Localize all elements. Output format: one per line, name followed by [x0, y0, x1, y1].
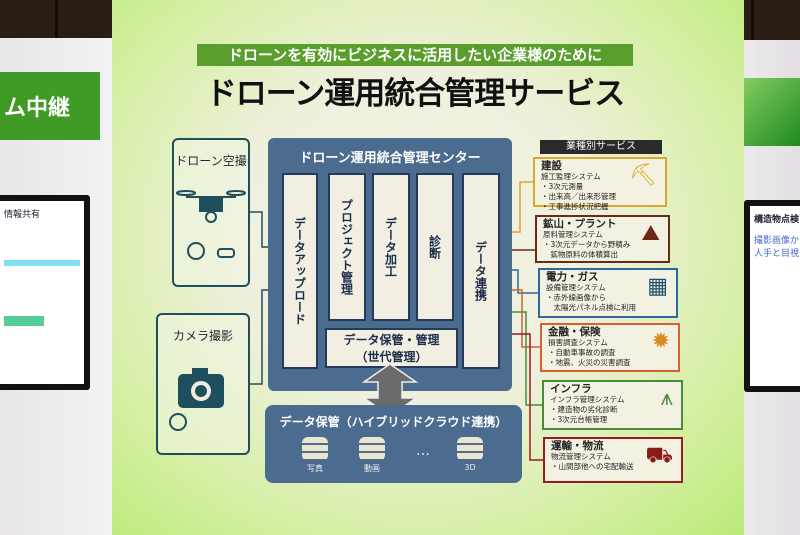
- service-infrastructure: インフラ インフラ管理システム・建造物の劣化診断・3次元台帳管理 ⩚: [542, 380, 683, 430]
- services-header: 業種別サービス: [540, 140, 662, 154]
- source-label: カメラ撮影: [172, 329, 233, 343]
- excavator-icon: ⛏: [629, 163, 657, 188]
- storage-title: データ保管（ハイブリッドクラウド連携）: [279, 415, 508, 429]
- service-line: 損害調査システム: [548, 338, 608, 347]
- right-monitor-line: 人手と目視: [754, 249, 800, 259]
- service-name: 電力・ガス: [546, 271, 599, 283]
- left-monitor-text: 情報共有: [4, 210, 41, 220]
- cube-icon: [457, 437, 483, 461]
- storage-item-3d: 3D: [445, 437, 495, 472]
- column-diagnosis: 診断: [416, 173, 454, 321]
- data-storage-management: データ保管・管理 （世代管理）: [325, 328, 458, 368]
- mine-cart-icon: ⛰: [641, 221, 660, 246]
- column-data-linkage: データ連携: [462, 173, 500, 369]
- bridge-icon: ⩚: [660, 386, 673, 411]
- right-monitor: 構造物点検撮影画像か人手と目視: [744, 200, 800, 392]
- service-line: ・3次元台帳管理: [550, 415, 608, 424]
- drone-icon: [176, 190, 246, 260]
- service-line: ・自動車事故の調査: [548, 348, 616, 357]
- solar-panel-icon: ▦: [647, 274, 668, 299]
- source-camera: カメラ撮影: [156, 313, 250, 455]
- service-name: 建設: [541, 160, 562, 172]
- truck-icon: ⛟: [645, 443, 673, 468]
- service-line: ・出来高／出来形管理: [541, 192, 616, 201]
- page-title: ドローン運用統合管理サービス: [205, 76, 625, 112]
- hybrid-cloud-storage: データ保管（ハイブリッドクラウド連携） 写真 動画 … 3D: [265, 405, 522, 483]
- service-line: インフラ管理システム: [550, 395, 625, 404]
- service-construction: 建設 施工監理システム・3次元測量・出来高／出来形管理・工事進捗状況把握 ⛏: [533, 157, 667, 211]
- column-data-upload: データアップロード: [282, 173, 318, 369]
- management-center: ドローン運用統合管理センター データアップロード プロジェクト管理 データ加工 …: [268, 138, 512, 391]
- column-project-management: プロジェクト管理: [328, 173, 366, 321]
- film-icon: [359, 437, 385, 461]
- service-name: 金融・保険: [548, 326, 601, 338]
- service-line: ・赤外線画像から: [546, 293, 606, 302]
- service-line: ・3次元データから野積み: [543, 240, 631, 249]
- service-finance-insurance: 金融・保険 損害調査システム・自動車事故の調査・地震、火災の災害調査 ✹: [540, 323, 680, 372]
- car-accident-icon: ✹: [651, 329, 670, 354]
- service-line: ・地震、火災の災害調査: [548, 358, 631, 367]
- service-line: 設備管理システム: [546, 283, 606, 292]
- source-drone-aerial: ドローン空撮: [172, 138, 250, 287]
- camera-icon: [169, 368, 224, 431]
- service-power-gas: 電力・ガス 設備管理システム・赤外線画像から 太陽光パネル点検に利用 ▦: [538, 268, 678, 318]
- right-monitor-line: 撮影画像か: [754, 236, 800, 246]
- service-name: 運輸・物流: [551, 440, 604, 452]
- service-name: インフラ: [550, 383, 592, 395]
- storage-item-photo: 写真: [290, 437, 340, 474]
- service-line: 太陽光パネル点検に利用: [546, 303, 636, 312]
- photo-icon: [302, 437, 328, 461]
- service-line: 原料管理システム: [543, 230, 603, 239]
- storage-item-label: 3D: [464, 463, 476, 472]
- service-line: 物流管理システム: [551, 452, 611, 461]
- storage-box-line: データ保管・管理: [343, 333, 440, 347]
- left-sign: ム中継: [0, 72, 100, 140]
- storage-item-ellipsis: …: [416, 443, 430, 459]
- service-mining-plant: 鉱山・プラント 原料管理システム・3次元データから野積み 鉱物原料の体積算出 ⛰: [535, 215, 670, 263]
- left-monitor: 情報共有: [0, 195, 90, 390]
- right-monitor-line: 構造物点検: [754, 215, 800, 225]
- service-line: ・建造物の劣化診断: [550, 405, 618, 414]
- storage-box-line: （世代管理）: [355, 350, 428, 364]
- storage-item-label: 動画: [364, 464, 380, 473]
- service-line: 鉱物原料の体積算出: [543, 250, 618, 259]
- banner: ドローンを有効にビジネスに活用したい企業様のために: [197, 44, 633, 66]
- service-line: 施工監理システム: [541, 172, 601, 181]
- source-label: ドローン空撮: [175, 154, 247, 168]
- storage-item-video: 動画: [347, 437, 397, 474]
- service-name: 鉱山・プラント: [543, 218, 617, 230]
- service-line: ・工事進捗状況把握: [541, 202, 609, 211]
- service-transport-logistics: 運輸・物流 物流管理システム・山間部他への宅配輸送 ⛟: [543, 437, 683, 483]
- column-data-processing: データ加工: [372, 173, 410, 321]
- center-title: ドローン運用統合管理センター: [299, 151, 481, 166]
- service-line: ・山間部他への宅配輸送: [551, 462, 634, 471]
- service-line: ・3次元測量: [541, 182, 584, 191]
- storage-item-label: 写真: [307, 464, 323, 473]
